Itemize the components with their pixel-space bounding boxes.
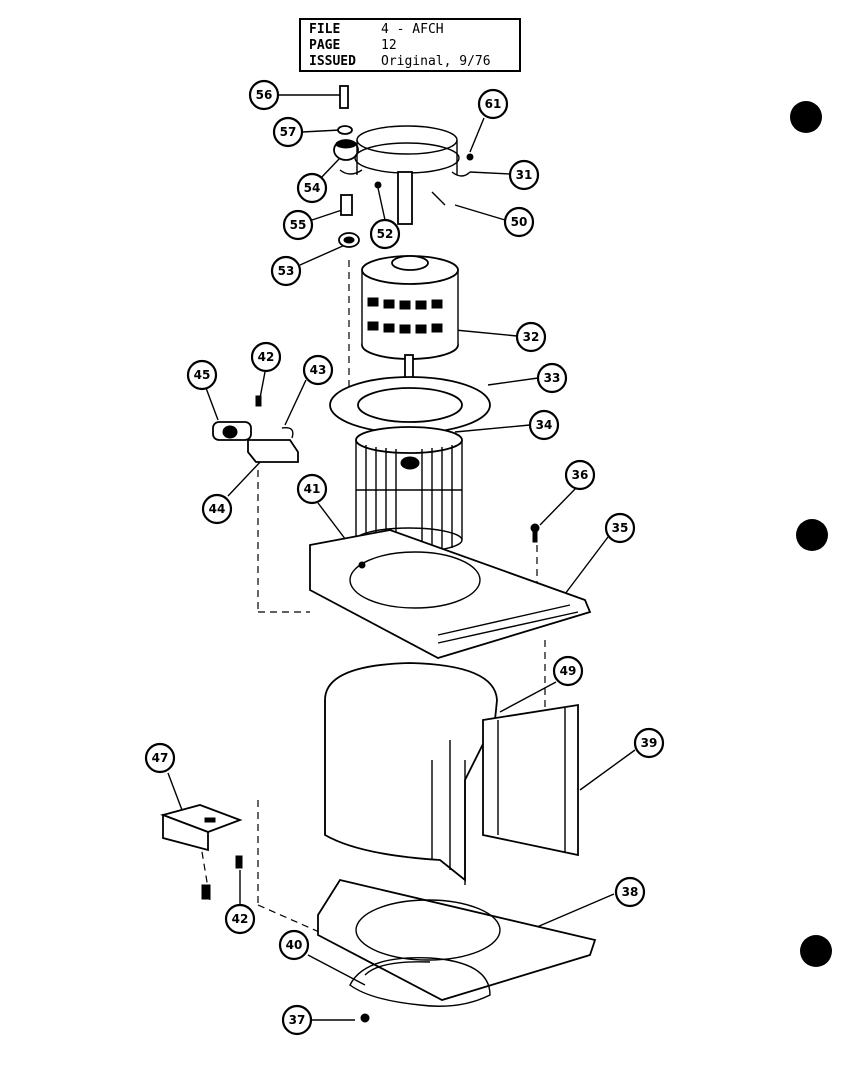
callout-32-text: 32 (523, 330, 540, 344)
callout-54: 54 (296, 172, 328, 204)
blower-top-plate (309, 523, 592, 659)
housing-side-panel (482, 703, 579, 857)
binder-hole-bottom (800, 935, 832, 967)
callout-54-text: 54 (304, 181, 321, 195)
callout-38: 38 (614, 876, 646, 908)
callout-37-text: 37 (289, 1013, 306, 1027)
callout-55-text: 55 (290, 218, 307, 232)
callout-56-text: 56 (256, 88, 273, 102)
screw-37 (360, 1013, 370, 1023)
callout-61: 61 (477, 88, 509, 120)
nut-61 (466, 153, 474, 161)
callout-61-text: 61 (485, 97, 502, 111)
callout-42-upper-text: 42 (258, 350, 275, 364)
callout-39: 39 (633, 727, 665, 759)
callout-44-text: 44 (209, 502, 226, 516)
file-info-box: FILE 4 - AFCH PAGE 12 ISSUED Original, 9/76 (299, 18, 521, 72)
callout-35-text: 35 (612, 521, 629, 535)
callout-33: 33 (536, 362, 568, 394)
washer-57 (337, 125, 353, 135)
callout-34: 34 (528, 409, 560, 441)
motor-mount-bracket (339, 125, 471, 225)
callout-49-text: 49 (560, 664, 577, 678)
issued-value: Original, 9/76 (381, 54, 491, 69)
callout-52: 52 (369, 218, 401, 250)
screw-56 (339, 85, 349, 109)
nut-52 (374, 181, 382, 189)
page-value: 12 (381, 38, 397, 53)
callout-50-text: 50 (511, 215, 528, 229)
callout-49: 49 (552, 655, 584, 687)
callout-39-text: 39 (641, 736, 658, 750)
callout-57: 57 (272, 116, 304, 148)
binder-hole-top (790, 101, 822, 133)
callout-56: 56 (248, 79, 280, 111)
callout-50: 50 (503, 206, 535, 238)
orifice-ring (349, 957, 491, 1007)
blower-base-plate (317, 878, 597, 1001)
callout-52-text: 52 (377, 227, 394, 241)
callout-57-text: 57 (280, 125, 297, 139)
blower-housing (324, 662, 498, 885)
callout-31-text: 31 (516, 168, 533, 182)
file-value: 4 - AFCH (381, 22, 444, 37)
blower-motor (361, 255, 459, 406)
callout-44: 44 (201, 493, 233, 525)
callout-labels: 56 57 54 55 52 53 61 31 50 32 33 34 45 4… (144, 79, 665, 1036)
callout-40: 40 (278, 929, 310, 961)
callout-43: 43 (302, 354, 334, 386)
callout-35: 35 (604, 512, 636, 544)
capacitor (212, 421, 252, 441)
mounting-bracket (160, 804, 243, 900)
issued-label: ISSUED (309, 54, 356, 69)
callout-33-text: 33 (544, 371, 561, 385)
callout-53: 53 (270, 255, 302, 287)
callout-53-text: 53 (278, 264, 295, 278)
callout-36: 36 (564, 459, 596, 491)
grommet-53 (338, 232, 360, 248)
callout-45-text: 45 (194, 368, 211, 382)
screw-42-top (255, 395, 262, 407)
binder-hole-middle (796, 519, 828, 551)
callout-43-text: 43 (310, 363, 327, 377)
callout-37: 37 (281, 1004, 313, 1036)
callout-34-text: 34 (536, 418, 553, 432)
leader-lines (167, 94, 636, 1021)
callout-42-lower: 42 (224, 903, 256, 935)
callout-41: 41 (296, 473, 328, 505)
screw-50 (431, 191, 446, 206)
page-label: PAGE (309, 38, 341, 53)
callout-55: 55 (282, 209, 314, 241)
callout-45: 45 (186, 359, 218, 391)
callout-38-text: 38 (622, 885, 639, 899)
callout-47: 47 (144, 742, 176, 774)
callout-42-upper: 42 (250, 341, 282, 373)
file-label: FILE (309, 22, 341, 37)
spacer-55 (340, 194, 353, 216)
knob-54 (333, 139, 359, 161)
callout-41-text: 41 (304, 482, 321, 496)
callout-31: 31 (508, 159, 540, 191)
callout-42-lower-text: 42 (232, 912, 249, 926)
callout-40-text: 40 (286, 938, 303, 952)
capacitor-bracket (247, 427, 299, 463)
callout-32: 32 (515, 321, 547, 353)
callout-47-text: 47 (152, 751, 169, 765)
callout-36-text: 36 (572, 468, 589, 482)
inlet-ring (329, 376, 491, 434)
